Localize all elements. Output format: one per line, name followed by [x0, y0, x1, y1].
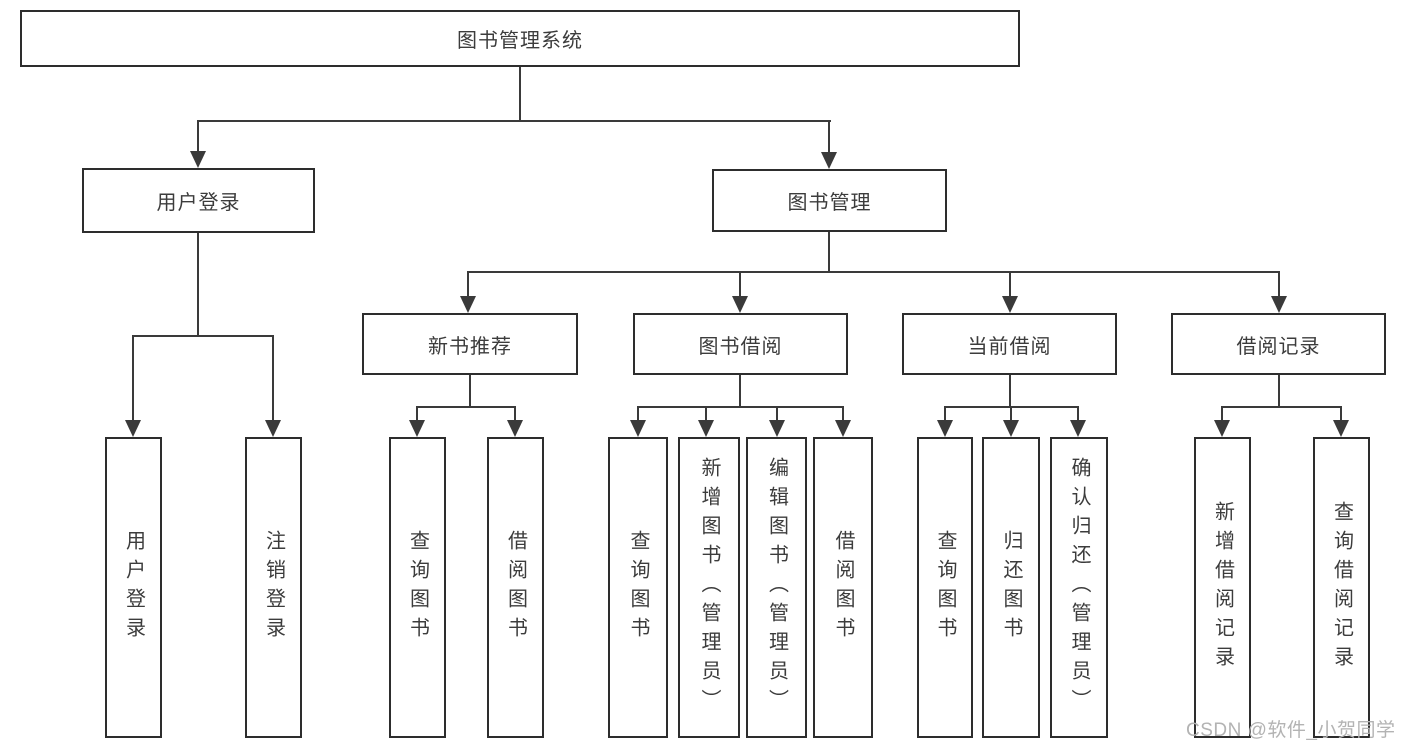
connector-line	[705, 406, 707, 421]
connector-line	[416, 406, 418, 421]
connector-line	[1009, 271, 1011, 298]
arrow-down-icon	[769, 420, 785, 437]
arrow-down-icon	[698, 420, 714, 437]
connector-line	[467, 271, 1280, 273]
connector-line	[1010, 406, 1012, 421]
connector-line	[828, 232, 830, 273]
connector-line	[132, 335, 274, 337]
node-leaf-borrow-books-recommend: 借阅图书	[487, 437, 544, 738]
node-new-book-recommendation: 新书推荐	[362, 313, 578, 375]
arrow-down-icon	[1333, 420, 1349, 437]
node-label: 借阅记录	[1236, 335, 1321, 358]
connector-line	[1340, 406, 1342, 421]
connector-line	[1278, 375, 1280, 408]
node-leaf-user-login: 用户登录	[105, 437, 162, 738]
node-leaf-add-books-admin: 新增图书（管理员）	[678, 437, 740, 738]
connector-line	[637, 406, 844, 408]
connector-line	[519, 67, 521, 122]
arrow-down-icon	[1070, 420, 1086, 437]
connector-line	[1221, 406, 1342, 408]
arrow-down-icon	[190, 151, 206, 168]
node-label: 查询借阅记录	[1330, 500, 1353, 675]
connector-line	[1221, 406, 1223, 421]
node-leaf-borrow-books: 借阅图书	[813, 437, 873, 738]
node-label: 借阅图书	[832, 529, 854, 646]
arrow-down-icon	[460, 296, 476, 313]
connector-line	[1278, 271, 1280, 298]
node-borrowing-records: 借阅记录	[1171, 313, 1386, 375]
connector-line	[198, 120, 831, 122]
node-leaf-confirm-return-admin: 确认归还（管理员）	[1050, 437, 1108, 738]
connector-line	[1077, 406, 1079, 421]
connector-line	[776, 406, 778, 421]
arrow-down-icon	[125, 420, 141, 437]
connector-line	[944, 406, 946, 421]
node-book-borrowing: 图书借阅	[633, 313, 848, 375]
connector-line	[467, 271, 469, 298]
node-label: 新增借阅记录	[1211, 500, 1234, 675]
node-label: 新书推荐	[428, 335, 512, 358]
node-label: 查询图书	[406, 529, 429, 646]
connector-line	[469, 375, 471, 408]
node-leaf-return-books: 归还图书	[982, 437, 1040, 738]
node-label: 当前借阅	[967, 335, 1052, 358]
node-label: 图书借阅	[698, 335, 783, 358]
connector-line	[416, 406, 516, 408]
connector-line	[132, 335, 134, 421]
node-label: 用户登录	[156, 192, 241, 214]
node-book-management: 图书管理	[712, 169, 947, 232]
node-label: 确认归还（管理员）	[1068, 457, 1090, 718]
node-label: 归还图书	[1000, 529, 1022, 646]
connector-line	[1009, 375, 1011, 408]
node-label: 借阅图书	[504, 529, 527, 646]
connector-line	[739, 271, 741, 298]
connector-line	[197, 120, 199, 153]
arrow-down-icon	[1003, 420, 1019, 437]
csdn-watermark: CSDN @软件_小贺同学	[1186, 720, 1396, 741]
arrow-down-icon	[507, 420, 523, 437]
node-label: 编辑图书（管理员）	[765, 457, 788, 718]
node-label: 图书管理系统	[457, 30, 583, 52]
node-label: 注销登录	[262, 529, 285, 646]
node-user-login: 用户登录	[82, 168, 315, 233]
node-leaf-logout: 注销登录	[245, 437, 302, 738]
arrow-down-icon	[937, 420, 953, 437]
connector-line	[842, 406, 844, 421]
node-leaf-add-borrow-record: 新增借阅记录	[1194, 437, 1251, 738]
node-label: 查询图书	[934, 529, 956, 646]
node-root-system: 图书管理系统	[20, 10, 1020, 67]
connector-line	[828, 120, 830, 154]
arrow-down-icon	[1214, 420, 1230, 437]
arrow-down-icon	[835, 420, 851, 437]
arrow-down-icon	[821, 152, 837, 169]
node-label: 用户登录	[122, 529, 145, 646]
node-label: 新增图书（管理员）	[698, 457, 720, 718]
arrow-down-icon	[265, 420, 281, 437]
connector-line	[637, 406, 639, 421]
node-leaf-query-books-borrowing: 查询图书	[608, 437, 668, 738]
arrow-down-icon	[630, 420, 646, 437]
node-current-borrowing: 当前借阅	[902, 313, 1117, 375]
node-leaf-query-books-current: 查询图书	[917, 437, 973, 738]
arrow-down-icon	[1002, 296, 1018, 313]
arrow-down-icon	[732, 296, 748, 313]
node-leaf-query-borrow-record: 查询借阅记录	[1313, 437, 1370, 738]
arrow-down-icon	[409, 420, 425, 437]
connector-line	[272, 335, 274, 421]
node-leaf-query-books-recommend: 查询图书	[389, 437, 446, 738]
node-leaf-edit-books-admin: 编辑图书（管理员）	[746, 437, 807, 738]
connector-line	[739, 375, 741, 408]
connector-line	[197, 233, 199, 337]
connector-line	[514, 406, 516, 421]
arrow-down-icon	[1271, 296, 1287, 313]
node-label: 图书管理	[787, 192, 872, 214]
node-label: 查询图书	[627, 529, 649, 646]
